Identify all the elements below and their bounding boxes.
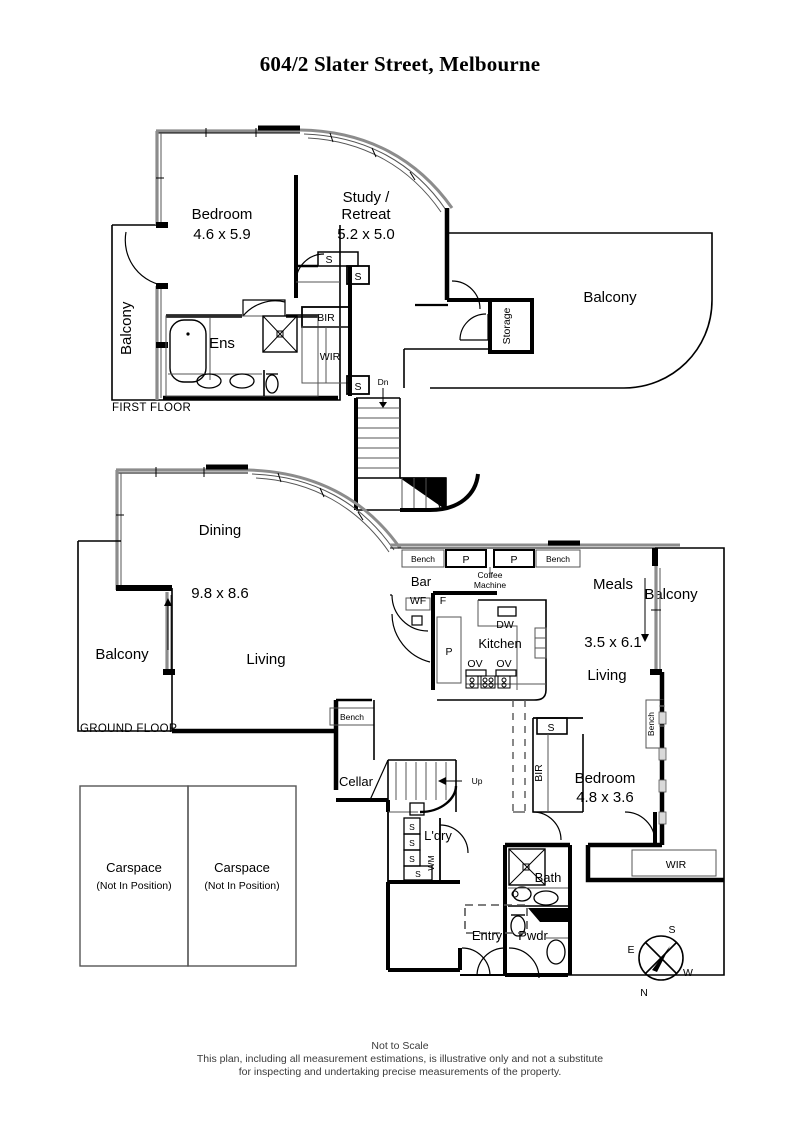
- bench-label-3: Bench: [340, 712, 364, 722]
- ensuite: Ens: [165, 315, 319, 397]
- storage-label: Storage: [501, 307, 513, 344]
- footer-disclaimer-line2: for inspecting and undertaking precise m…: [238, 1066, 562, 1078]
- cupboard-s-l2: S: [409, 838, 415, 848]
- bir-label-ground: BIR: [533, 764, 545, 782]
- ground-floor-balcony-left: Balcony: [77, 540, 173, 732]
- compass-south-label: S: [668, 924, 675, 936]
- study-label-line2: Retreat: [341, 206, 391, 223]
- meals-dimensions: 3.5 x 6.1: [584, 634, 642, 651]
- carspaces: Carspace (Not In Position) Carspace (Not…: [79, 785, 297, 967]
- dishwasher-label: DW: [496, 619, 514, 631]
- bar-label: Bar: [411, 574, 432, 589]
- laundry: S S S S L'dry WM: [386, 802, 469, 970]
- bench-label-2: Bench: [546, 554, 570, 564]
- cupboard-s-l1: S: [409, 822, 415, 832]
- bench-label-4: Bench: [646, 712, 656, 736]
- ground-bedroom-label: Bedroom: [575, 770, 636, 787]
- pantry-label-2: P: [510, 554, 517, 566]
- coffee-machine-label-2: Machine: [474, 580, 506, 590]
- page-title: 604/2 Slater Street, Melbourne: [259, 52, 541, 76]
- entry-label: Entry: [472, 928, 503, 943]
- carspace-note-2: (Not In Position): [204, 880, 279, 892]
- carspace-label-1: Carspace: [106, 860, 162, 875]
- cupboard-s-1: S: [325, 254, 332, 266]
- washing-machine-label: WM: [426, 855, 436, 870]
- cupboard-s-l3: S: [409, 854, 415, 864]
- first-floor-plan: Balcony: [111, 125, 713, 512]
- first-floor-window-wall: [155, 125, 454, 400]
- ground-floor-plan: Balcony Dining 9.8 x 8.6 Living Bench Be…: [77, 464, 725, 979]
- compass-west-label: W: [683, 967, 693, 979]
- first-floor-balcony-right: Balcony: [430, 232, 713, 389]
- stair-direction-down-label: Dn: [378, 377, 389, 387]
- bathroom: Bath: [503, 845, 572, 975]
- cupboard-s-2: S: [354, 271, 361, 283]
- compass-rose: E S W N: [627, 924, 693, 999]
- first-balcony-right-label: Balcony: [583, 289, 637, 306]
- carspace-label-2: Carspace: [214, 860, 270, 875]
- footer-not-to-scale: Not to Scale: [371, 1040, 429, 1052]
- pantry-label-1: P: [462, 554, 469, 566]
- meals-area: Meals 3.5 x 6.1 Balcony: [560, 547, 725, 976]
- study-dimensions: 5.2 x 5.0: [337, 226, 395, 243]
- bath-label: Bath: [535, 870, 562, 885]
- footer-disclaimer-line1: This plan, including all measurement est…: [196, 1053, 604, 1065]
- powder-room: Pwdr: [505, 928, 568, 979]
- kitchen-upper-bench-row: Bench P P Bench Coffee Machine: [390, 540, 680, 590]
- kitchen-label: Kitchen: [478, 636, 521, 651]
- oven-label-2: OV: [496, 658, 511, 670]
- compass-north-label: N: [640, 987, 648, 999]
- living-main-label: Living: [246, 651, 285, 668]
- powder-label: Pwdr: [518, 928, 548, 943]
- cupboard-s-l4: S: [415, 869, 421, 879]
- first-floor-robes: BIR WIR S S S: [295, 251, 370, 396]
- dining-dimensions: 9.8 x 8.6: [191, 585, 249, 602]
- ground-balcony-left-label: Balcony: [95, 646, 149, 663]
- stair-direction-up-label: Up: [472, 776, 483, 786]
- bar-area: Bar WF: [390, 574, 432, 663]
- first-bedroom-dimensions: 4.6 x 5.9: [193, 226, 251, 243]
- bench-label-1: Bench: [411, 554, 435, 564]
- ground-floor-bedroom: S BIR Bedroom 4.8 x 3.6: [505, 717, 636, 848]
- wine-fridge-label: WF: [410, 595, 426, 607]
- pantry-label-3: P: [445, 646, 452, 658]
- first-floor-tag: FIRST FLOOR: [112, 402, 192, 414]
- living-secondary: Living Bench: [587, 667, 667, 845]
- cupboard-s-3: S: [354, 381, 361, 393]
- wir-label-ground: WIR: [666, 859, 687, 871]
- oven-label-1: OV: [467, 658, 482, 670]
- bench-living: Bench: [329, 700, 375, 760]
- ground-floor-tag: GROUND FLOOR: [80, 723, 178, 735]
- bir-label: BIR: [317, 312, 335, 324]
- kitchen: F P DW Kitchen OV OV: [431, 591, 547, 813]
- ground-floor-window-wall: [115, 464, 402, 675]
- carspace-note-1: (Not In Position): [96, 880, 171, 892]
- first-bedroom-label: Bedroom: [192, 206, 253, 223]
- first-balcony-left-label: Balcony: [118, 301, 135, 355]
- wir-label: WIR: [320, 351, 341, 363]
- fridge-label: F: [440, 595, 446, 607]
- entry: Entry: [388, 904, 528, 977]
- ground-bedroom-dimensions: 4.8 x 3.6: [576, 789, 634, 806]
- ensuite-label: Ens: [209, 335, 235, 352]
- staircase-down: Dn: [354, 377, 480, 512]
- living-secondary-label: Living: [587, 667, 626, 684]
- study-label-line1: Study /: [343, 189, 391, 206]
- storage-room: Storage: [403, 280, 534, 388]
- compass-east-label: E: [627, 944, 634, 956]
- cellar-label: Cellar: [339, 774, 374, 789]
- ground-balcony-right-label: Balcony: [644, 586, 698, 603]
- ground-floor-wir: WIR: [585, 811, 724, 883]
- cellar-and-stairs: Cellar Up: [336, 759, 483, 814]
- dining-label: Dining: [199, 522, 242, 539]
- meals-label: Meals: [593, 576, 633, 593]
- laundry-label: L'dry: [424, 828, 452, 843]
- cupboard-s-ground: S: [547, 722, 554, 734]
